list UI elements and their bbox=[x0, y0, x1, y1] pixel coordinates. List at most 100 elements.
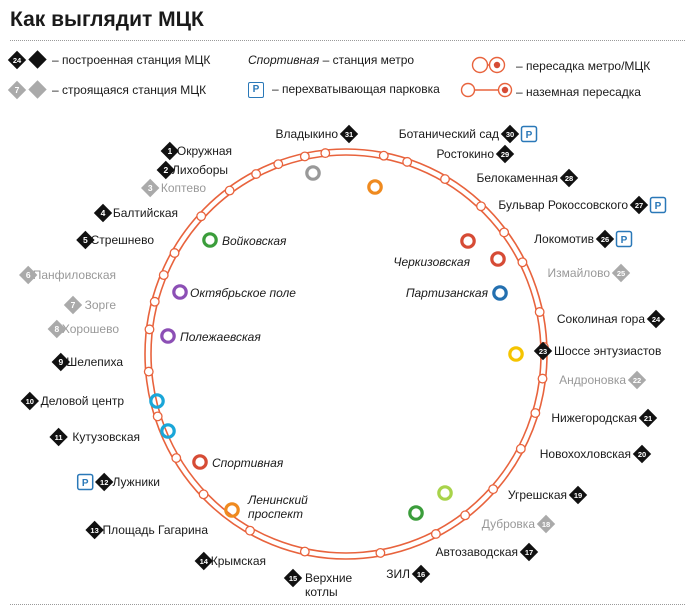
station-27-parking: P bbox=[649, 196, 667, 214]
legend-building-diamond-shape bbox=[7, 80, 27, 100]
station-15-marker: 15 bbox=[283, 568, 303, 588]
station-4-stop bbox=[224, 185, 235, 196]
station-14-marker-number: 14 bbox=[200, 557, 209, 566]
station-25-stop bbox=[517, 257, 528, 268]
station-22-marker-shape bbox=[627, 370, 647, 390]
station-27-stop bbox=[476, 201, 486, 212]
station-18-marker-number: 18 bbox=[542, 520, 550, 529]
station-25-label: Измайлово bbox=[548, 266, 611, 280]
metro-5-dot bbox=[224, 502, 240, 518]
station-24-marker: 24 bbox=[646, 309, 666, 329]
station-8-marker-number: 8 bbox=[54, 324, 59, 334]
station-26-parking: P bbox=[615, 230, 633, 248]
station-9-label: Шелепиха bbox=[66, 355, 123, 369]
legend-built-text: – построенная станция МЦК bbox=[52, 53, 211, 67]
station-4-marker-number: 4 bbox=[101, 208, 106, 218]
station-19-label: Угрешская bbox=[508, 488, 567, 502]
station-13-stop bbox=[198, 489, 209, 500]
station-26-marker-shape bbox=[595, 229, 615, 249]
legend-building-diamond: 7 bbox=[7, 80, 27, 100]
station-25-marker: 25 bbox=[611, 263, 631, 283]
parking-icon: P bbox=[248, 81, 264, 98]
botanical-metro-dot bbox=[367, 179, 383, 195]
station-5-marker: 5 bbox=[76, 230, 95, 250]
station-2-marker: 2 bbox=[156, 160, 175, 180]
station-12-stop bbox=[171, 453, 182, 463]
station-19-marker-number: 19 bbox=[574, 491, 582, 500]
legend-transfer-metro-icon-metro-dot bbox=[493, 61, 501, 69]
station-11-marker-number: 11 bbox=[55, 433, 63, 442]
station-7-marker-shape bbox=[63, 295, 83, 315]
station-20-marker-number: 20 bbox=[638, 450, 646, 459]
station-10-label: Деловой центр bbox=[41, 394, 125, 408]
vladykino-metro-dot bbox=[305, 165, 321, 181]
station-3-marker: 3 bbox=[141, 178, 160, 198]
station-13-marker: 13 bbox=[85, 520, 104, 540]
station-27-parking-box bbox=[649, 196, 667, 214]
station-30-marker: 30 bbox=[500, 124, 520, 144]
station-13-marker-number: 13 bbox=[90, 526, 98, 535]
station-19-marker-shape bbox=[568, 485, 588, 505]
legend-transfer-ground: – наземная пересадка bbox=[516, 85, 641, 99]
station-2-stop bbox=[273, 159, 284, 170]
legend-metro: Спортивная – станция метро bbox=[248, 52, 414, 68]
station-6-marker-number: 6 bbox=[26, 270, 31, 280]
station-1-marker-shape bbox=[160, 141, 179, 161]
station-2-marker-shape bbox=[156, 160, 175, 180]
station-5-marker-shape bbox=[76, 230, 95, 250]
legend-ground-ring-icon bbox=[460, 82, 476, 98]
station-19-stop bbox=[488, 484, 499, 495]
station-31-marker: 31 bbox=[339, 124, 359, 144]
station-23-marker: 23 bbox=[533, 341, 553, 361]
metro-6-label: Черкизовская bbox=[393, 255, 470, 269]
kutuzovskaya-metro-dot bbox=[160, 423, 176, 439]
station-3-marker-number: 3 bbox=[148, 183, 153, 193]
station-14-marker-shape bbox=[194, 551, 213, 571]
legend-parking: P– перехватывающая парковка bbox=[248, 81, 440, 98]
station-22-marker: 22 bbox=[627, 370, 647, 390]
station-18-label: Дубровка bbox=[482, 517, 536, 531]
station-26-parking-letter: P bbox=[621, 235, 628, 246]
station-27-label: Бульвар Рокоссовского bbox=[498, 198, 628, 212]
station-21-marker: 21 bbox=[638, 408, 658, 428]
station-5-stop bbox=[196, 211, 207, 222]
station-17-marker: 17 bbox=[519, 542, 539, 562]
station-10-stop bbox=[143, 366, 154, 377]
legend-ground-metro-dot bbox=[501, 86, 509, 94]
station-15-label-line2: котлы bbox=[305, 585, 338, 599]
metro-4-dot bbox=[192, 454, 208, 470]
station-11-marker: 11 bbox=[49, 427, 68, 447]
station-20-marker: 20 bbox=[632, 444, 652, 464]
legend-metro-text: – станция метро bbox=[322, 53, 415, 67]
station-31-stop bbox=[320, 148, 331, 159]
station-29-marker-shape bbox=[495, 144, 515, 164]
station-31-marker-number: 31 bbox=[345, 130, 353, 139]
station-15-marker-number: 15 bbox=[289, 574, 297, 583]
station-28-stop bbox=[440, 174, 450, 185]
station-6-label: Панфиловская bbox=[33, 268, 116, 282]
metro-7-dot bbox=[492, 285, 508, 301]
station-12-parking-letter: P bbox=[82, 478, 89, 489]
metro-2-dot bbox=[172, 284, 188, 300]
metro-5-label: Ленинский bbox=[247, 493, 308, 507]
station-18-marker-shape bbox=[536, 514, 556, 534]
station-18-marker: 18 bbox=[536, 514, 556, 534]
station-22-marker-number: 22 bbox=[633, 376, 641, 385]
station-11-label: Кутузовская bbox=[72, 430, 140, 444]
page-title: Как выглядит МЦК bbox=[10, 8, 204, 31]
legend-built-diamond: 24 bbox=[7, 50, 27, 70]
station-15-label: Верхние bbox=[305, 571, 353, 585]
station-20-marker-shape bbox=[632, 444, 652, 464]
station-16-marker-number: 16 bbox=[417, 570, 425, 579]
station-12-label: Лужники bbox=[113, 475, 160, 489]
station-29-marker-number: 29 bbox=[501, 150, 509, 159]
station-17-marker-number: 17 bbox=[525, 548, 533, 557]
station-29-label: Ростокино bbox=[437, 147, 495, 161]
station-29-marker: 29 bbox=[495, 144, 515, 164]
station-23-label: Шоссе энтузиастов bbox=[554, 344, 661, 358]
station-9-marker-number: 9 bbox=[58, 357, 63, 367]
station-20-stop bbox=[515, 443, 526, 454]
station-4-label: Балтийская bbox=[113, 206, 178, 220]
metro-6-dot bbox=[460, 233, 476, 249]
